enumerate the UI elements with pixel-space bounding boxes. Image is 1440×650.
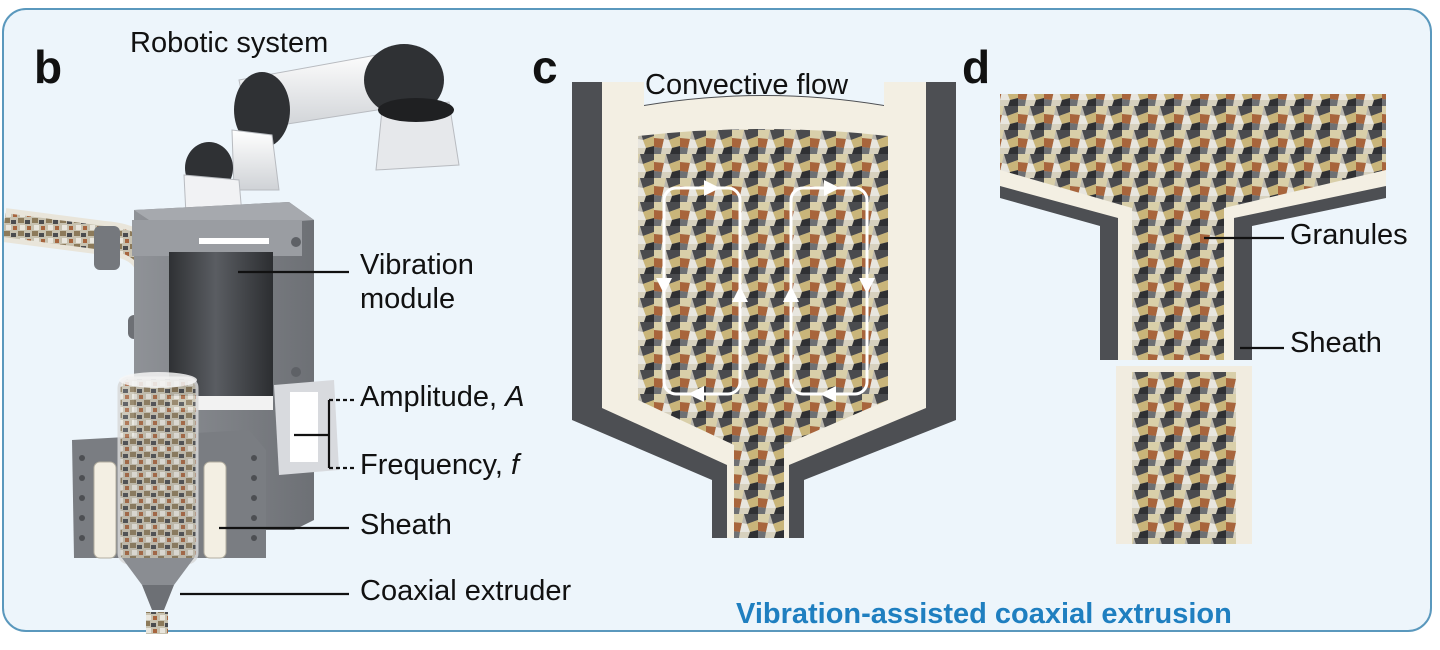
label-robotic-system: Robotic system bbox=[130, 27, 329, 59]
label-amplitude-symbol: A bbox=[505, 381, 525, 413]
label-sheath-b: Sheath bbox=[360, 509, 452, 541]
panel-letter-c: c bbox=[532, 41, 558, 93]
label-granules: Granules bbox=[1290, 219, 1408, 251]
label-frequency: Frequency, f bbox=[360, 450, 519, 480]
label-amplitude-text: Amplitude, bbox=[360, 381, 506, 413]
extruder-frame bbox=[72, 372, 266, 634]
illustration bbox=[4, 44, 1386, 634]
robot-arm bbox=[183, 44, 460, 216]
panel-d-leaders bbox=[1204, 236, 1284, 350]
figure-caption: Vibration-assisted coaxial extrusion bbox=[736, 598, 1232, 630]
panel-letter-d: d bbox=[962, 41, 991, 93]
panel-b-leaders bbox=[180, 270, 356, 596]
label-vibration-module-line2: module bbox=[360, 283, 456, 315]
label-coaxial-extruder: Coaxial extruder bbox=[360, 575, 572, 607]
label-frequency-text: Frequency, bbox=[360, 449, 511, 481]
panel-b-illustration bbox=[4, 44, 460, 634]
label-sheath-d: Sheath bbox=[1290, 327, 1382, 359]
panel-d-illustration bbox=[1000, 94, 1386, 544]
label-vibration-module-line1: Vibration bbox=[360, 249, 474, 281]
panel-letter-b: b bbox=[34, 41, 63, 93]
label-frequency-symbol: f bbox=[510, 449, 520, 481]
panel-c-illustration bbox=[572, 82, 956, 538]
label-convective-flow: Convective flow bbox=[645, 69, 849, 101]
figure-frame: b c d Robotic system Vibration module Am… bbox=[2, 8, 1432, 634]
label-amplitude: Amplitude, A bbox=[360, 382, 524, 412]
